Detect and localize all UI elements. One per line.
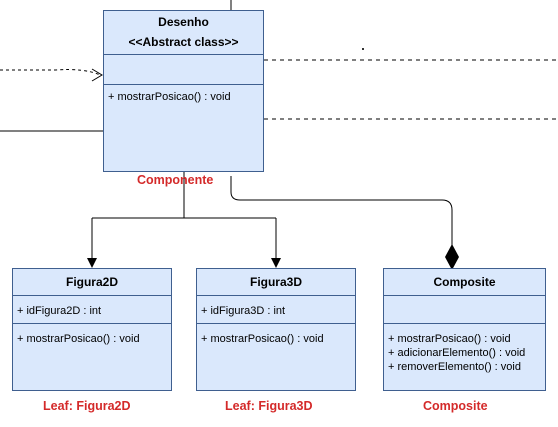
method: + mostrarPosicao() : void bbox=[108, 91, 231, 103]
dependency-arrow-left bbox=[0, 69, 101, 76]
separator bbox=[197, 323, 355, 324]
class-desenho[interactable]: Desenho <<Abstract class>> + mostrarPosi… bbox=[103, 10, 264, 172]
composition-line bbox=[230, 176, 453, 246]
separator bbox=[384, 295, 545, 296]
class-name: Figura3D bbox=[249, 275, 302, 289]
method: + mostrarPosicao() : void bbox=[201, 333, 324, 345]
caption-leaf-figura2d: Leaf: Figura2D bbox=[43, 399, 131, 413]
composition-diamond bbox=[445, 244, 459, 270]
caption-composite: Composite bbox=[423, 399, 488, 413]
class-name: Composite bbox=[433, 275, 496, 289]
method: + mostrarPosicao() : void bbox=[388, 333, 511, 345]
separator bbox=[13, 295, 171, 296]
attribute: + idFigura2D : int bbox=[17, 305, 102, 317]
class-stereotype: <<Abstract class>> bbox=[128, 35, 239, 49]
method: + adicionarElemento() : void bbox=[388, 347, 526, 359]
separator bbox=[384, 323, 545, 324]
separator bbox=[104, 84, 263, 85]
attribute: + idFigura3D : int bbox=[201, 305, 286, 317]
class-figura3d[interactable]: Figura3D + idFigura3D : int + mostrarPos… bbox=[196, 268, 356, 391]
inheritance-arrowhead-3d bbox=[271, 258, 281, 268]
separator bbox=[197, 295, 355, 296]
stray-dot bbox=[362, 48, 364, 50]
method: + mostrarPosicao() : void bbox=[17, 333, 140, 345]
class-name: Desenho bbox=[158, 15, 209, 29]
caption-componente: Componente bbox=[137, 173, 214, 187]
separator bbox=[104, 54, 263, 55]
caption-leaf-figura3d: Leaf: Figura3D bbox=[225, 399, 313, 413]
separator bbox=[13, 323, 171, 324]
class-composite[interactable]: Composite + mostrarPosicao() : void + ad… bbox=[383, 268, 546, 391]
inheritance-arrowhead-2d bbox=[87, 258, 97, 268]
dependency-arrowhead bbox=[91, 68, 103, 82]
class-figura2d[interactable]: Figura2D + idFigura2D : int + mostrarPos… bbox=[12, 268, 172, 391]
class-name: Figura2D bbox=[65, 275, 118, 289]
method: + removerElemento() : void bbox=[388, 361, 521, 373]
